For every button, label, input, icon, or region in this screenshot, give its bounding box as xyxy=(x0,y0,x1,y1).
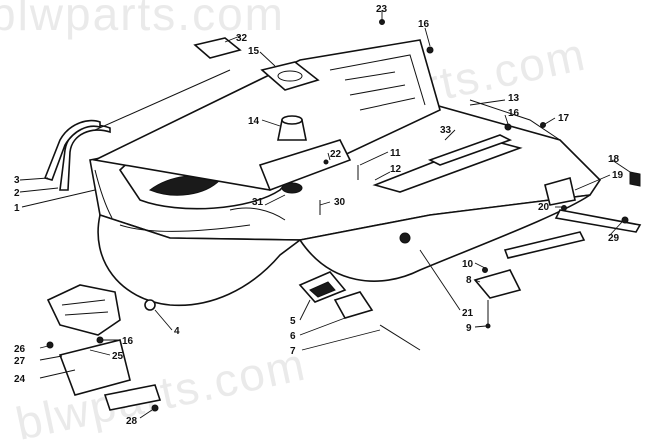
callout-26: 26 xyxy=(14,344,26,355)
callout-24: 24 xyxy=(14,374,26,385)
side-rail xyxy=(372,99,561,193)
callout-15: 15 xyxy=(248,46,260,57)
callout-7: 7 xyxy=(290,346,296,357)
rivet-20 xyxy=(561,205,567,211)
watermark-top: blwparts.com xyxy=(0,0,285,40)
grommet-21 xyxy=(399,232,411,244)
callout-10: 10 xyxy=(462,259,474,270)
callout-18: 18 xyxy=(608,154,620,165)
headlight-assembly xyxy=(298,271,421,351)
callout-9: 9 xyxy=(466,323,472,334)
screw-29 xyxy=(621,216,629,224)
callout-3: 3 xyxy=(14,175,20,186)
callout-labels: 23 16 32 15 14 22 11 12 33 13 16 17 18 1… xyxy=(14,4,624,427)
callout-23: 23 xyxy=(376,4,388,15)
callout-33: 33 xyxy=(440,125,452,136)
callout-27: 27 xyxy=(14,356,26,367)
callout-29: 29 xyxy=(608,233,620,244)
callout-28: 28 xyxy=(126,416,138,427)
callout-20: 20 xyxy=(538,202,550,213)
callout-11: 11 xyxy=(390,148,401,159)
callout-17: 17 xyxy=(558,113,570,124)
callout-13: 13 xyxy=(508,93,520,104)
callout-16-top: 16 xyxy=(418,19,430,30)
nut-4 xyxy=(144,299,156,311)
watermark-bottom: blwparts.com xyxy=(11,338,310,442)
screw-17 xyxy=(540,122,546,128)
callout-16-left: 16 xyxy=(122,336,134,347)
front-bracket xyxy=(46,284,162,412)
callout-12: 12 xyxy=(390,164,402,175)
top-deck xyxy=(92,37,441,194)
leader-lines xyxy=(19,10,631,419)
callout-21: 21 xyxy=(462,308,474,319)
callout-4: 4 xyxy=(174,326,180,337)
callout-16-right: 16 xyxy=(508,108,520,119)
callout-32: 32 xyxy=(236,33,248,44)
callout-8: 8 xyxy=(466,275,472,286)
latch-assembly xyxy=(473,267,522,329)
nut-16-right xyxy=(504,123,512,131)
callout-25: 25 xyxy=(112,351,124,362)
callout-22: 22 xyxy=(330,149,342,160)
callout-5: 5 xyxy=(290,316,296,327)
callout-31: 31 xyxy=(252,197,264,208)
callout-2: 2 xyxy=(14,188,20,199)
callout-14: 14 xyxy=(248,116,260,127)
callout-30: 30 xyxy=(334,197,346,208)
callout-19: 19 xyxy=(612,170,624,181)
nut-16-top xyxy=(426,46,434,54)
grab-handle xyxy=(43,69,231,191)
mount-bracket xyxy=(503,171,642,259)
callout-6: 6 xyxy=(290,331,296,342)
screw-22 xyxy=(323,159,329,165)
callout-1: 1 xyxy=(14,203,20,214)
